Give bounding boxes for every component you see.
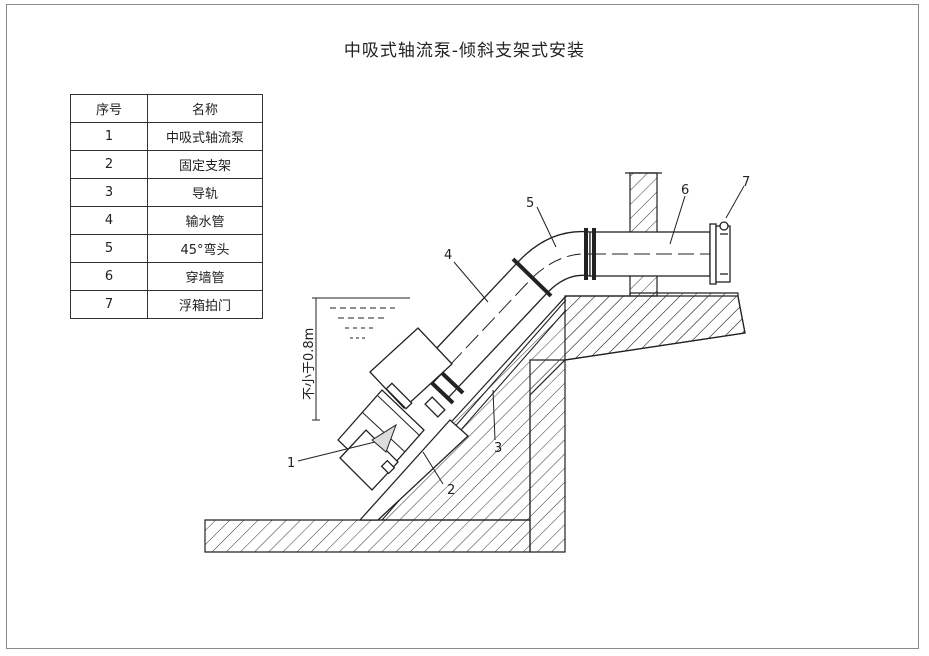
pump-assembly [337, 327, 469, 521]
row-name: 导轨 [147, 178, 263, 207]
callout-6: 6 [681, 183, 689, 198]
callout-7: 7 [742, 175, 750, 190]
fixed-bracket [358, 419, 469, 521]
concrete-structure [204, 172, 746, 553]
callout-1: 1 [287, 456, 295, 471]
row-name: 中吸式轴流泵 [147, 122, 263, 151]
callout-2: 2 [447, 483, 455, 498]
depth-dimension-label: 不小于0.8m [302, 328, 317, 400]
row-name: 浮箱拍门 [147, 290, 263, 319]
ground-slab [564, 295, 746, 361]
header-index: 序号 [70, 94, 148, 123]
row-index: 7 [70, 290, 148, 319]
row-name: 固定支架 [147, 150, 263, 179]
row-index: 5 [70, 234, 148, 263]
wall-pipe [589, 231, 711, 277]
water-level-marker [315, 297, 410, 339]
sheet-border [6, 4, 919, 649]
floor-slab [204, 519, 531, 553]
callout-4: 4 [444, 248, 452, 263]
callout-5: 5 [526, 196, 534, 211]
leader-lines [297, 185, 745, 485]
callout-numbers: 1 2 3 4 5 6 7 [287, 175, 750, 498]
drawing-title: 中吸式轴流泵-倾斜支架式安装 [343, 41, 586, 61]
flap-gate [709, 221, 731, 285]
callout-3: 3 [494, 441, 502, 456]
row-name: 穿墙管 [147, 262, 263, 291]
row-index: 1 [70, 122, 148, 151]
depth-dimension [312, 297, 320, 421]
pump-suction [339, 429, 399, 491]
row-index: 6 [70, 262, 148, 291]
row-name: 输水管 [147, 206, 263, 235]
row-index: 3 [70, 178, 148, 207]
table-header-row: 序号 名称 [70, 94, 263, 123]
